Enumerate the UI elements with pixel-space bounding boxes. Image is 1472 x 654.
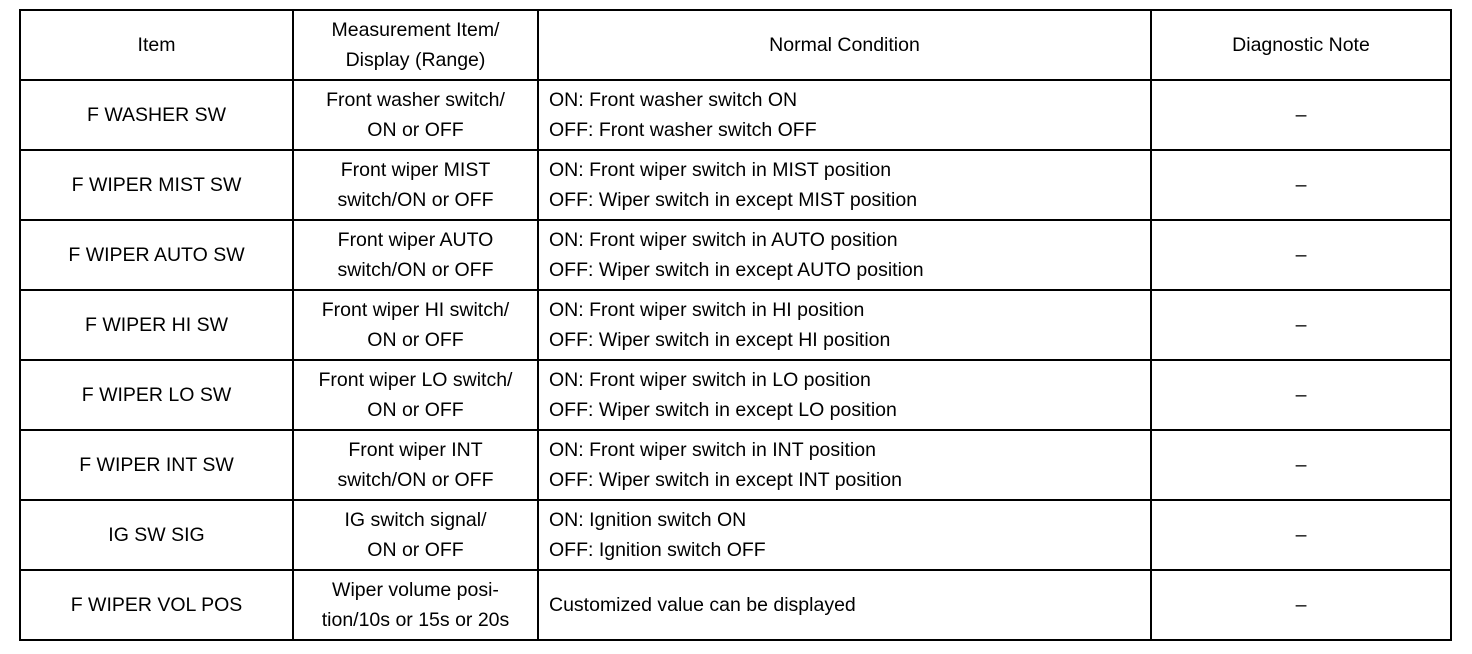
cell-measurement-line1: Front wiper HI switch/ xyxy=(321,299,510,321)
table-row: F WIPER HI SW Front wiper HI switch/ ON … xyxy=(19,289,1452,361)
cell-condition: ON: Front wiper switch in INT position O… xyxy=(537,429,1152,501)
cell-item: F WIPER AUTO SW xyxy=(19,219,294,291)
cell-measurement-line1: Front wiper INT xyxy=(348,439,483,461)
cell-measurement-line1: Front wiper LO switch/ xyxy=(318,369,513,391)
header-measurement-line2: Display (Range) xyxy=(345,49,486,71)
table-row: F WIPER INT SW Front wiper INT switch/ON… xyxy=(19,429,1452,501)
header-item: Item xyxy=(19,9,294,81)
cell-condition-line1: ON: Front wiper switch in INT position xyxy=(549,439,876,461)
cell-note: – xyxy=(1150,289,1452,361)
table-row: F WIPER VOL POS Wiper volume posi- tion/… xyxy=(19,569,1452,641)
cell-measurement: IG switch signal/ ON or OFF xyxy=(292,499,539,571)
cell-note: – xyxy=(1150,149,1452,221)
cell-item: F WIPER LO SW xyxy=(19,359,294,431)
cell-note: – xyxy=(1150,569,1452,641)
cell-condition-line2: OFF: Wiper switch in except MIST positio… xyxy=(549,189,918,211)
diagnostic-table: Item Measurement Item/ Display (Range) N… xyxy=(19,9,1452,641)
cell-measurement: Wiper volume posi- tion/10s or 15s or 20… xyxy=(292,569,539,641)
cell-measurement-line2: switch/ON or OFF xyxy=(337,469,494,491)
table-row: F WASHER SW Front washer switch/ ON or O… xyxy=(19,79,1452,151)
table-row: F WIPER LO SW Front wiper LO switch/ ON … xyxy=(19,359,1452,431)
table-row: IG SW SIG IG switch signal/ ON or OFF ON… xyxy=(19,499,1452,571)
header-measurement-line1: Measurement Item/ xyxy=(331,19,500,41)
cell-condition-line1: ON: Ignition switch ON xyxy=(549,509,747,531)
cell-measurement-line1: Front washer switch/ xyxy=(326,89,505,111)
table-row: F WIPER MIST SW Front wiper MIST switch/… xyxy=(19,149,1452,221)
cell-measurement-line1: IG switch signal/ xyxy=(344,509,487,531)
cell-condition-line1: ON: Front wiper switch in HI position xyxy=(549,299,865,321)
cell-measurement: Front washer switch/ ON or OFF xyxy=(292,79,539,151)
cell-measurement-line2: switch/ON or OFF xyxy=(337,259,494,281)
cell-condition: ON: Front wiper switch in LO position OF… xyxy=(537,359,1152,431)
cell-condition-line1: ON: Front washer switch ON xyxy=(549,89,798,111)
header-measurement: Measurement Item/ Display (Range) xyxy=(292,9,539,81)
cell-condition: ON: Ignition switch ON OFF: Ignition swi… xyxy=(537,499,1152,571)
cell-note: – xyxy=(1150,499,1452,571)
cell-condition-line2: OFF: Ignition switch OFF xyxy=(549,539,766,561)
cell-measurement-line1: Wiper volume posi- xyxy=(332,579,499,601)
cell-note: – xyxy=(1150,359,1452,431)
cell-condition: ON: Front wiper switch in HI position OF… xyxy=(537,289,1152,361)
cell-measurement-line2: tion/10s or 15s or 20s xyxy=(321,609,510,631)
cell-condition-line2: OFF: Wiper switch in except HI position xyxy=(549,329,891,351)
header-condition: Normal Condition xyxy=(537,9,1152,81)
cell-measurement-line2: ON or OFF xyxy=(367,329,464,351)
cell-condition-line2: OFF: Wiper switch in except LO position xyxy=(549,399,897,421)
cell-measurement: Front wiper LO switch/ ON or OFF xyxy=(292,359,539,431)
cell-measurement-line1: Front wiper MIST xyxy=(340,159,491,181)
cell-condition-line1: ON: Front wiper switch in LO position xyxy=(549,369,871,391)
cell-measurement-line1: Front wiper AUTO xyxy=(337,229,494,251)
header-note: Diagnostic Note xyxy=(1150,9,1452,81)
cell-measurement: Front wiper AUTO switch/ON or OFF xyxy=(292,219,539,291)
cell-condition-line1: ON: Front wiper switch in MIST position xyxy=(549,159,892,181)
cell-measurement: Front wiper HI switch/ ON or OFF xyxy=(292,289,539,361)
cell-item: F WIPER INT SW xyxy=(19,429,294,501)
cell-measurement: Front wiper INT switch/ON or OFF xyxy=(292,429,539,501)
table-row: F WIPER AUTO SW Front wiper AUTO switch/… xyxy=(19,219,1452,291)
cell-condition: ON: Front wiper switch in AUTO position … xyxy=(537,219,1152,291)
cell-measurement-line2: ON or OFF xyxy=(367,119,464,141)
cell-condition: ON: Front washer switch ON OFF: Front wa… xyxy=(537,79,1152,151)
cell-measurement-line2: ON or OFF xyxy=(367,539,464,561)
cell-condition: ON: Front wiper switch in MIST position … xyxy=(537,149,1152,221)
cell-item: F WIPER HI SW xyxy=(19,289,294,361)
cell-item: F WIPER VOL POS xyxy=(19,569,294,641)
cell-measurement: Front wiper MIST switch/ON or OFF xyxy=(292,149,539,221)
cell-condition-line2: OFF: Wiper switch in except AUTO positio… xyxy=(549,259,924,281)
cell-item: F WASHER SW xyxy=(19,79,294,151)
cell-item: IG SW SIG xyxy=(19,499,294,571)
cell-note: – xyxy=(1150,219,1452,291)
cell-item: F WIPER MIST SW xyxy=(19,149,294,221)
cell-note: – xyxy=(1150,79,1452,151)
cell-condition-line1: ON: Front wiper switch in AUTO position xyxy=(549,229,898,251)
cell-condition: Customized value can be displayed xyxy=(537,569,1152,641)
table-header-row: Item Measurement Item/ Display (Range) N… xyxy=(19,9,1452,81)
cell-condition-line1: Customized value can be displayed xyxy=(549,594,856,616)
cell-condition-line2: OFF: Wiper switch in except INT position xyxy=(549,469,902,491)
diagnostic-table-container: Item Measurement Item/ Display (Range) N… xyxy=(19,9,1452,641)
cell-measurement-line2: switch/ON or OFF xyxy=(337,189,494,211)
cell-note: – xyxy=(1150,429,1452,501)
cell-measurement-line2: ON or OFF xyxy=(367,399,464,421)
cell-condition-line2: OFF: Front washer switch OFF xyxy=(549,119,817,141)
